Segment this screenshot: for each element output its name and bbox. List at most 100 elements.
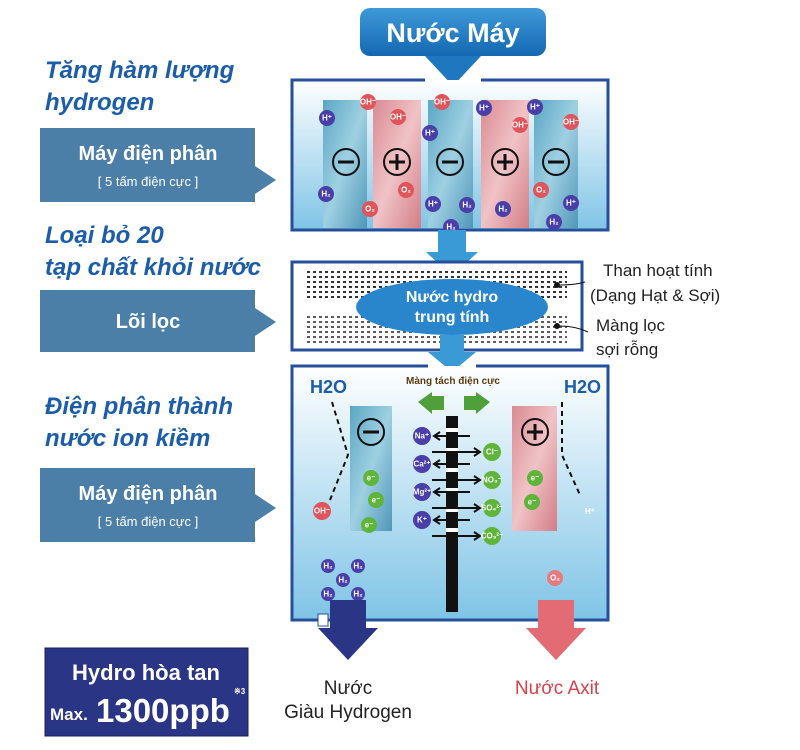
callout-title: Máy điện phân [79,483,218,505]
acid-output-arrow [526,628,586,660]
badge-max: Max. [50,705,88,724]
top-ion-icon [459,197,475,213]
alkaline-label-2: Giàu Hydrogen [284,702,412,723]
heading-2-line1: Loại bỏ 20 [45,222,164,249]
flow-arrow-1 [426,230,478,276]
ion-arrow-icon [432,503,482,513]
top-ion-icon [390,109,406,125]
anion-icon [483,443,501,461]
top-ion-icon [546,214,562,230]
filter-label-carbon-type: (Dạng Hạt & Sợi) [590,286,720,305]
filter-label-membrane: Màng lọc [596,316,665,335]
electron: e⁻ [531,474,540,483]
bottom-electrolysis-box: Màng tách điện cực H2O H2O Na⁺Ca²⁺Mg²⁺K⁺… [290,364,610,622]
electron: e⁻ [372,496,381,505]
hydrogen-molecule: H₂ [353,562,363,571]
filter-center-line1: Nước hydro [406,289,499,306]
arrow-left-green-icon [418,392,444,414]
callout-electrolyzer-1: Máy điện phân [ 5 tấm điện cực ] [40,128,276,202]
hydrogen-molecule-icon [321,559,335,573]
top-ion-icon [495,201,511,217]
top-ion: OH⁻ [512,121,528,130]
top-ion-icon [318,186,334,202]
callout-title: Máy điện phân [79,143,218,165]
hydrogen-molecule: H₂ [338,576,348,585]
acid-label: Nước Axit [515,678,600,699]
callout-electrolyzer-2: Máy điện phân [ 5 tấm điện cực ] [40,468,276,542]
top-ion: H⁺ [425,129,435,138]
anion: NO₃⁻ [482,476,502,485]
hydrogen-molecule-icon [351,559,365,573]
heading-3-line2: nước ion kiềm [45,425,210,452]
ion-arrow-icon [432,447,482,457]
top-ion: H⁺ [428,200,438,209]
top-ion-icon [527,99,543,115]
top-ion-icon [319,110,335,126]
cation-icon [413,483,431,501]
callout-filter: Lõi lọc [40,290,276,352]
heading-3-line1: Điện phân thành [45,393,233,420]
title-text: Nước Máy [386,18,519,48]
anion: CO₃²⁻ [481,532,504,541]
callout-sub: [ 5 tấm điện cực ] [98,174,198,189]
alkaline-label-1: Nước [324,678,372,699]
top-ion: O₂ [536,186,546,195]
cation: Mg²⁺ [413,488,431,497]
electron: e⁻ [528,498,537,507]
ion-arrow-icon [432,515,470,525]
electrode-signs [332,148,570,176]
top-ion: H₂ [549,218,559,227]
top-ion-icon [434,94,450,110]
top-ion-icon [533,182,549,198]
cation: K⁺ [417,516,427,525]
hydrogen-badge: Hydro hòa tan Max. 1300ppb ※3 [44,647,249,737]
anion: SO₄²⁻ [481,504,503,513]
top-ion: H⁺ [566,199,576,208]
h2o-right: H2O [564,377,601,397]
top-ion: OH⁻ [390,113,406,122]
ion-arrow-icon [432,459,470,469]
heading-2-line2: tạp chất khỏi nước [45,254,261,281]
electron: e⁻ [365,521,374,530]
filter-label-hollow-fiber: sợi rỗng [596,340,658,359]
anion-icon [483,499,501,517]
electron-icon [361,517,377,533]
top-ion: H⁺ [530,103,540,112]
oxygen-molecule: O₂ [550,574,560,583]
flow-arrow-2 [428,335,476,372]
cation: Na⁺ [415,432,429,441]
cation-icon [413,511,431,529]
top-ion: H⁺ [322,114,332,123]
top-ion-icon [422,125,438,141]
badge-value: 1300ppb [96,692,230,729]
output-arrows [317,600,586,660]
top-ion-icon [563,195,579,211]
top-ion-icon [512,117,528,133]
hydroxide-ion: OH⁻ [314,507,330,516]
title-banner: Nước Máy [360,8,546,86]
top-ion: O₂ [365,205,375,214]
filter-label-carbon: Than hoạt tính [603,261,713,280]
hydrogen-molecule: H₂ [323,590,333,599]
top-ion: H₂ [498,205,508,214]
hydrogen-molecule-icon [336,573,350,587]
electron-icon [524,494,540,510]
heading-1-line2: hydrogen [45,89,154,116]
arrow-right-green-icon [464,392,490,414]
cation: Ca²⁺ [413,460,430,469]
top-ion: OH⁻ [434,98,450,107]
electron-icon [368,492,384,508]
hydrogen-molecule: H₂ [353,590,363,599]
filter-core: Nước hydro trung tính [290,260,589,352]
cation-icon [413,427,431,445]
badge-note: ※3 [234,687,246,696]
electron-icon [363,470,379,486]
hydroxide-ion-icon [313,502,331,520]
heading-1-line1: Tăng hàm lượng [45,57,235,84]
top-ion: O₂ [401,186,411,195]
top-ion: H⁺ [479,104,489,113]
hydrogen-molecule: H₂ [323,562,333,571]
ion-arrow-icon [432,475,482,485]
anion-icon [483,527,501,545]
